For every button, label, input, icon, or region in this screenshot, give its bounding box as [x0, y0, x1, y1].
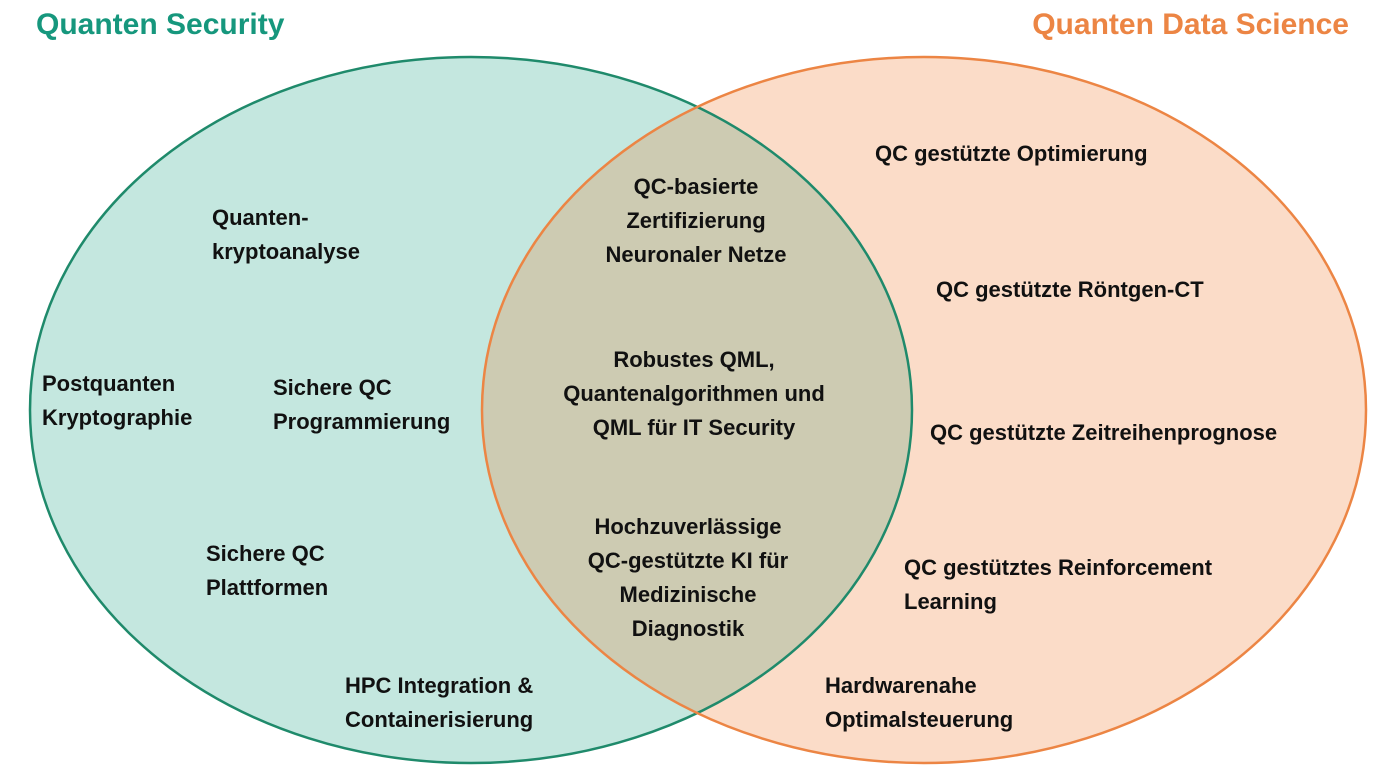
title-quanten-data-science: Quanten Data Science	[1032, 8, 1349, 41]
label-qc-basierte-zertifizierung: QC-basierte Zertifizierung Neuronaler Ne…	[605, 174, 787, 267]
label-quantenkryptoanalyse: Quanten- kryptoanalyse	[212, 205, 360, 264]
label-qc-reinforcement-learning: QC gestütztes Reinforcement Learning	[904, 555, 1213, 614]
label-postquanten-kryptographie: Postquanten Kryptographie	[42, 371, 193, 430]
label-hochzuverlaessige-ki: Hochzuverlässige QC-gestützte KI für Med…	[587, 514, 789, 641]
right-ellipse-outline	[480, 55, 1368, 765]
label-hardwarenahe-optimalsteuerung: Hardwarenahe Optimalsteuerung	[825, 673, 1014, 732]
label-qc-zeitreihenprognose: QC gestützte Zeitreihenprognose	[930, 420, 1278, 445]
label-robustes-qml: Robustes QML, Quantenalgorithmen und QML…	[563, 347, 825, 440]
title-quanten-security: Quanten Security	[36, 8, 285, 41]
overlap-region	[482, 57, 912, 763]
label-sichere-qc-programmierung: Sichere QC Programmierung	[273, 375, 451, 434]
label-qc-roentgen-ct: QC gestützte Röntgen-CT	[936, 277, 1204, 302]
left-ellipse-outline	[28, 55, 914, 765]
label-hpc-integration: HPC Integration & Containerisierung	[345, 673, 534, 732]
label-qc-optimierung: QC gestützte Optimierung	[875, 141, 1148, 166]
label-sichere-qc-plattformen: Sichere QC Plattformen	[206, 541, 329, 600]
